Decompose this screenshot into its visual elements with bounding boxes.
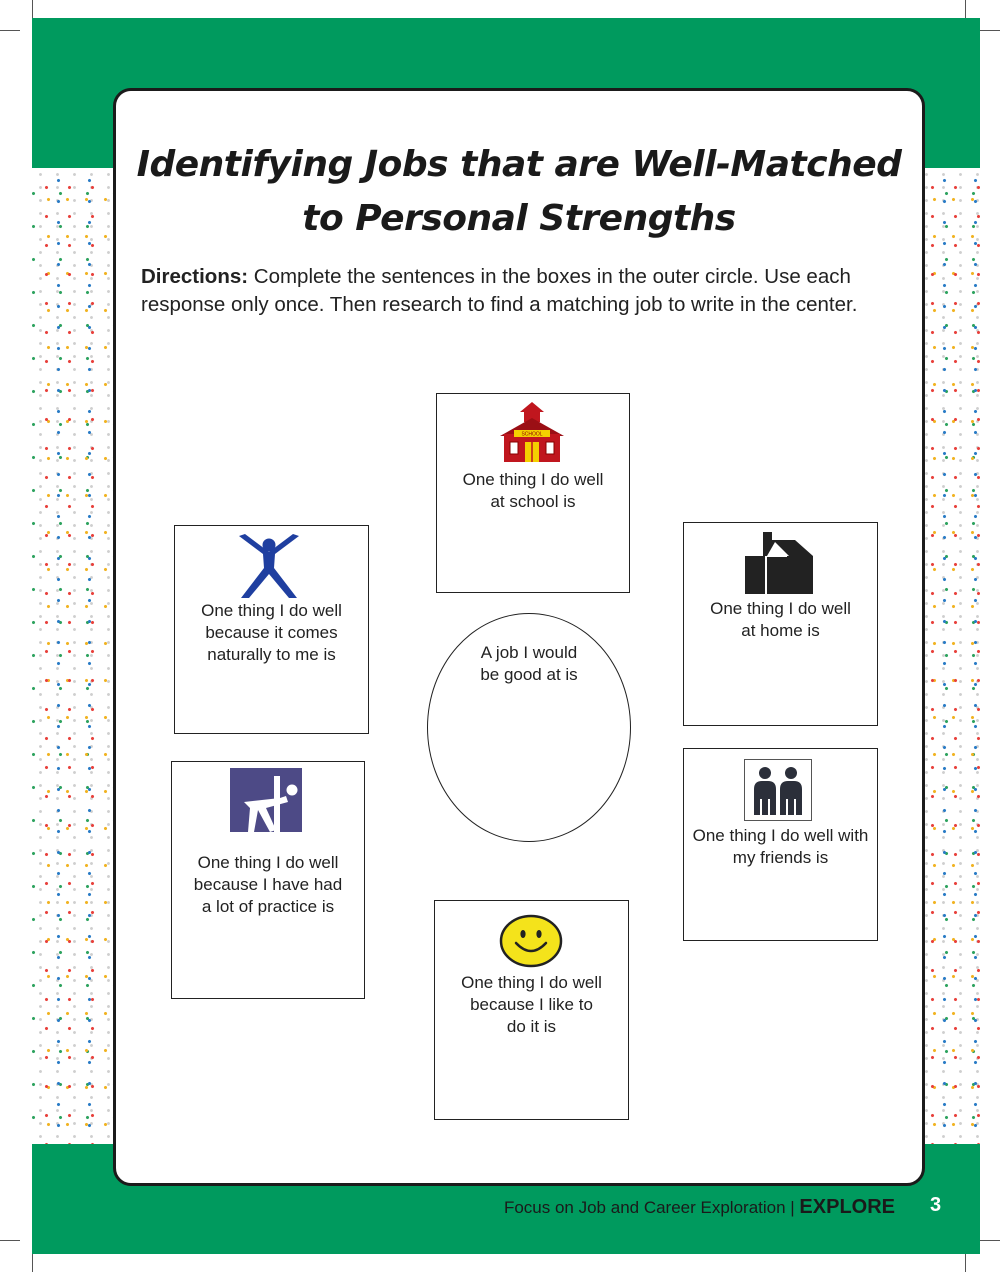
home-box[interactable]: One thing I do well at home is xyxy=(683,522,878,726)
school-sign-text: SCHOOL xyxy=(521,432,542,438)
directions: Directions: Complete the sentences in th… xyxy=(141,263,911,319)
school-box-label: One thing I do well at school is xyxy=(437,469,629,513)
naturally-box-label: One thing I do well because it comes nat… xyxy=(175,600,368,666)
friends-box-label: One thing I do well with my friends is xyxy=(684,825,877,869)
page-number: 3 xyxy=(930,1194,942,1216)
school-house-icon: SCHOOL xyxy=(500,402,564,462)
crop-mark xyxy=(0,1240,20,1241)
label-line: naturally to me is xyxy=(207,645,336,664)
title-line-1: Identifying Jobs that are Well-Matched xyxy=(136,144,902,185)
crop-mark xyxy=(0,30,20,31)
crop-mark xyxy=(965,1254,966,1272)
label-line: at school is xyxy=(490,492,576,511)
jumping-person-icon xyxy=(239,534,299,598)
label-line: because I like to xyxy=(470,995,593,1014)
job-oval[interactable]: A job I would be good at is xyxy=(427,613,631,842)
label-line: One thing I do well xyxy=(201,601,342,620)
friends-box[interactable]: One thing I do well with my friends is xyxy=(683,748,878,941)
label-line: at home is xyxy=(741,621,820,640)
like-box-label: One thing I do well because I like to do… xyxy=(435,972,628,1038)
label-line: a lot of practice is xyxy=(201,897,335,916)
title-line-2: to Personal Strengths xyxy=(302,198,736,239)
crop-mark xyxy=(32,1254,33,1272)
naturally-box[interactable]: One thing I do well because it comes nat… xyxy=(174,525,369,734)
practice-box-label: One thing I do well because I have had a… xyxy=(172,852,364,918)
two-people-icon xyxy=(744,759,812,821)
practice-box[interactable]: One thing I do well because I have had a… xyxy=(171,761,365,999)
crop-mark xyxy=(980,30,1000,31)
job-oval-label: A job I would be good at is xyxy=(428,642,630,686)
crop-mark xyxy=(32,0,33,18)
school-box[interactable]: SCHOOL One thing I do well at school is xyxy=(436,393,630,593)
page-title: Identifying Jobs that are Well-Matched t… xyxy=(113,138,925,246)
label-line: do it is xyxy=(506,1017,557,1036)
practice-figure-icon xyxy=(230,768,302,832)
directions-label: Directions: xyxy=(141,265,249,288)
label-line: A job I would xyxy=(480,643,578,662)
label-line: because it comes xyxy=(205,623,338,642)
right-confetti-border xyxy=(918,168,980,1144)
house-icon xyxy=(745,532,813,594)
left-confetti-border xyxy=(32,168,114,1144)
like-box[interactable]: One thing I do well because I like to do… xyxy=(434,900,629,1120)
footer-text: Focus on Job and Career Exploration | xyxy=(503,1198,800,1217)
footer: Focus on Job and Career Exploration | EX… xyxy=(504,1196,895,1219)
label-line: One thing I do well xyxy=(461,973,602,992)
smiley-face-icon xyxy=(499,914,563,968)
label-line: One thing I do well xyxy=(462,470,604,489)
label-line: because I have had xyxy=(193,875,343,894)
label-line: One thing I do well xyxy=(710,599,851,618)
crop-mark xyxy=(980,1240,1000,1241)
home-box-label: One thing I do well at home is xyxy=(684,598,877,642)
label-line: be good at is xyxy=(480,665,578,684)
directions-text: Complete the sentences in the boxes in t… xyxy=(141,265,858,316)
label-line: One thing I do well with xyxy=(692,826,869,845)
label-line: One thing I do well xyxy=(197,853,339,872)
footer-brand: EXPLORE xyxy=(799,1196,895,1218)
label-line: my friends is xyxy=(732,848,829,867)
crop-mark xyxy=(965,0,966,18)
